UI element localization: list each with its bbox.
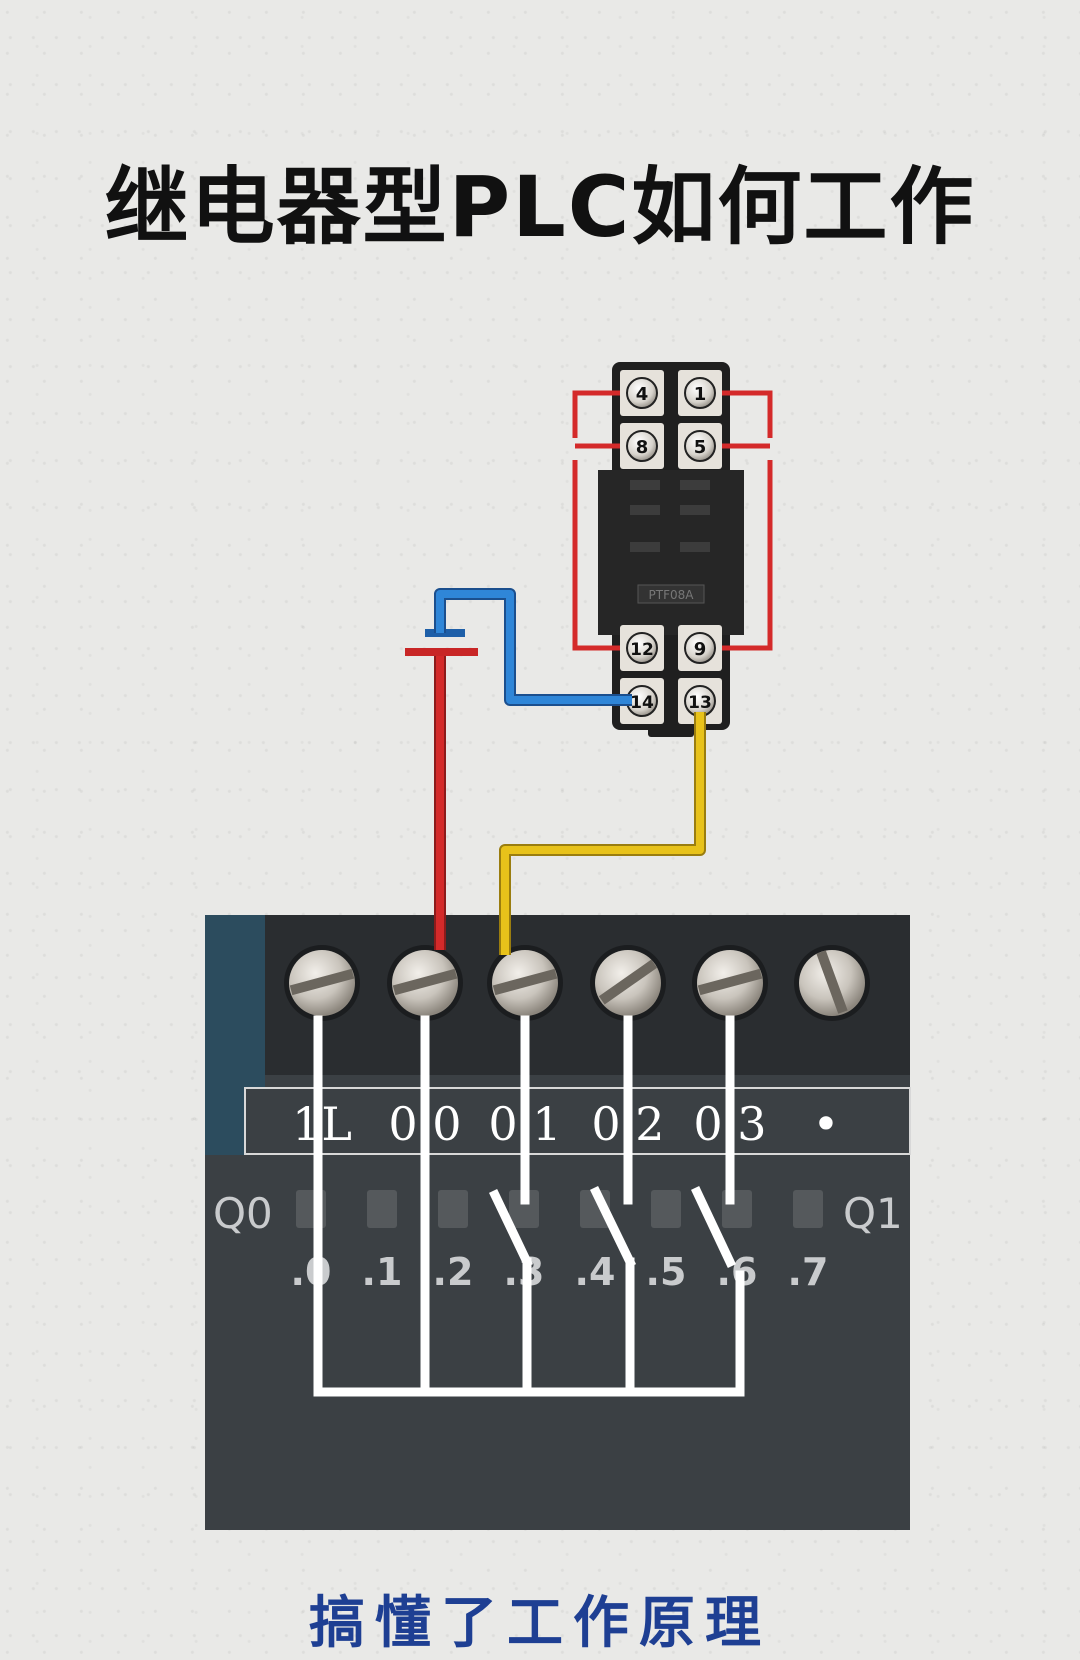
relay-pins: 4 1 8 5 12 9 14: [620, 370, 722, 724]
svg-text:4: 4: [636, 384, 649, 405]
contact-0-2-switch: [589, 1185, 637, 1269]
terminal-label-strip: [244, 1087, 911, 1155]
svg-text:12: 12: [630, 640, 654, 660]
terminal-screw-0-2: [590, 945, 666, 1021]
relay-pin-1: 1: [678, 370, 722, 416]
terminal-screw-0-1: [487, 945, 563, 1021]
relay-pin-5: 5: [678, 423, 722, 469]
relay-contact-wire-left: [572, 390, 642, 651]
led-group-q0-label: Q0: [213, 1189, 273, 1238]
terminal-screw-0-0: [387, 945, 463, 1021]
battery-symbol: [405, 629, 478, 656]
footer-caption: 搞懂了工作原理: [309, 1591, 771, 1656]
svg-text:8: 8: [636, 437, 649, 458]
svg-text:9: 9: [694, 639, 707, 660]
relay-pin-13: 13: [678, 678, 722, 724]
led-label-7: .7: [788, 1250, 829, 1294]
relay-pin-4: 4: [620, 370, 664, 416]
relay-pin-14: 14: [620, 678, 664, 724]
relay-socket-middle: [598, 470, 744, 635]
terminal-screw-0-3: [692, 945, 768, 1021]
led-label-1: .1: [362, 1250, 403, 1294]
led-label-2: .2: [433, 1250, 474, 1294]
blue-wire: [434, 588, 632, 706]
relay-model-text: PTF08A: [649, 588, 695, 602]
led-2: [438, 1190, 468, 1228]
relay-pin-12: 12: [620, 625, 664, 671]
terminal-screw-1l: [284, 945, 360, 1021]
led-label-4: .4: [575, 1250, 616, 1294]
terminal-screws: [284, 945, 870, 1021]
led-3: [509, 1190, 539, 1228]
svg-text:1: 1: [694, 384, 707, 405]
led-group-q1-label: Q1: [843, 1189, 903, 1238]
relay-pin-8: 8: [620, 423, 664, 469]
svg-text:14: 14: [630, 693, 654, 713]
yellow-wire: [499, 712, 706, 955]
contact-0-1-switch: [488, 1188, 534, 1269]
terminal-screw-extra: [794, 945, 870, 1021]
internal-relay-circuit: [313, 1015, 745, 1397]
svg-text:5: 5: [694, 437, 707, 458]
led-5: [651, 1190, 681, 1228]
page-title: 继电器型PLC如何工作: [104, 158, 976, 256]
led-label-0: .0: [291, 1250, 332, 1294]
terminal-label-dot: •: [812, 1097, 839, 1151]
contact-0-3-switch: [691, 1186, 736, 1268]
svg-text:13: 13: [688, 693, 712, 713]
relay-contact-wire-right: [700, 390, 773, 651]
relay-socket-base: PTF08A: [598, 362, 744, 737]
led-1: [367, 1190, 397, 1228]
relay-pin-9: 9: [678, 625, 722, 671]
led-label-5: .5: [646, 1250, 687, 1294]
led-7: [793, 1190, 823, 1228]
